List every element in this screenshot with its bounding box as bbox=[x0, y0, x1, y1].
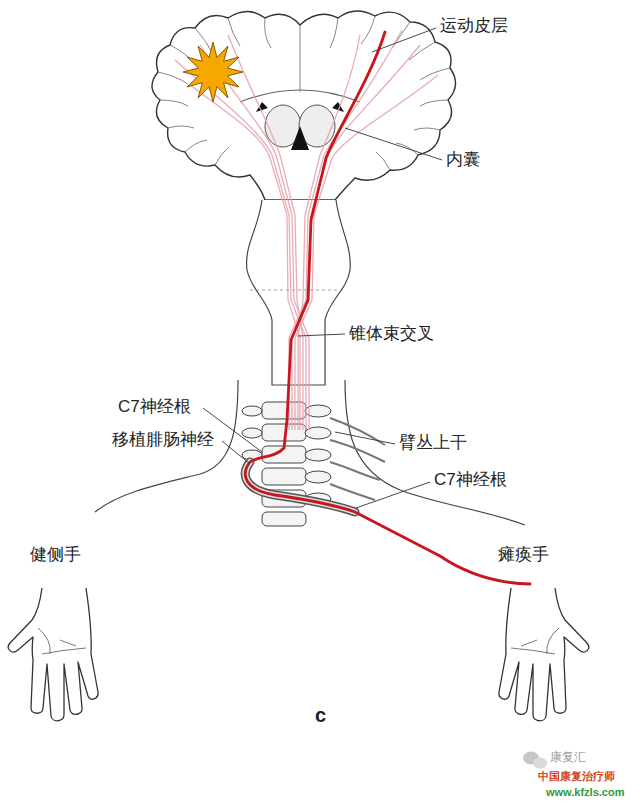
hand-outline bbox=[8, 588, 98, 721]
watermark: 中国康复治疗师 bbox=[538, 770, 615, 783]
nerve-graft bbox=[245, 462, 355, 512]
part-label: 臂丛上干 bbox=[399, 433, 467, 453]
plexus-nerve bbox=[330, 418, 385, 500]
part-label: C7神经根 bbox=[434, 470, 507, 490]
hand-outline bbox=[499, 588, 589, 721]
lesion-star bbox=[183, 42, 243, 102]
part-label: C7神经根 bbox=[118, 397, 191, 417]
part-label: 瘫痪手 bbox=[498, 545, 549, 565]
watermark: 康复汇 bbox=[550, 751, 586, 765]
part-label: 运动皮层 bbox=[440, 16, 508, 36]
part-label: 移植腓肠神经 bbox=[112, 430, 214, 450]
body-outline bbox=[95, 380, 238, 512]
ventricle bbox=[291, 126, 309, 150]
part-label: 锥体束交叉 bbox=[349, 324, 434, 344]
watermark: www.kfzls.com bbox=[546, 786, 624, 799]
body-outline bbox=[345, 380, 525, 525]
motor-pathway bbox=[245, 32, 530, 584]
pyramidal-tract bbox=[175, 30, 438, 430]
gyrus-line bbox=[158, 16, 450, 170]
figure-letter: c bbox=[315, 704, 326, 727]
part-label: 内囊 bbox=[446, 150, 480, 170]
brainstem bbox=[250, 290, 346, 291]
ventricle bbox=[256, 102, 344, 112]
nerve-graft bbox=[245, 462, 355, 512]
brain-outline bbox=[152, 11, 456, 200]
watermark-icon bbox=[523, 752, 547, 769]
part-label: 健侧手 bbox=[30, 545, 81, 565]
